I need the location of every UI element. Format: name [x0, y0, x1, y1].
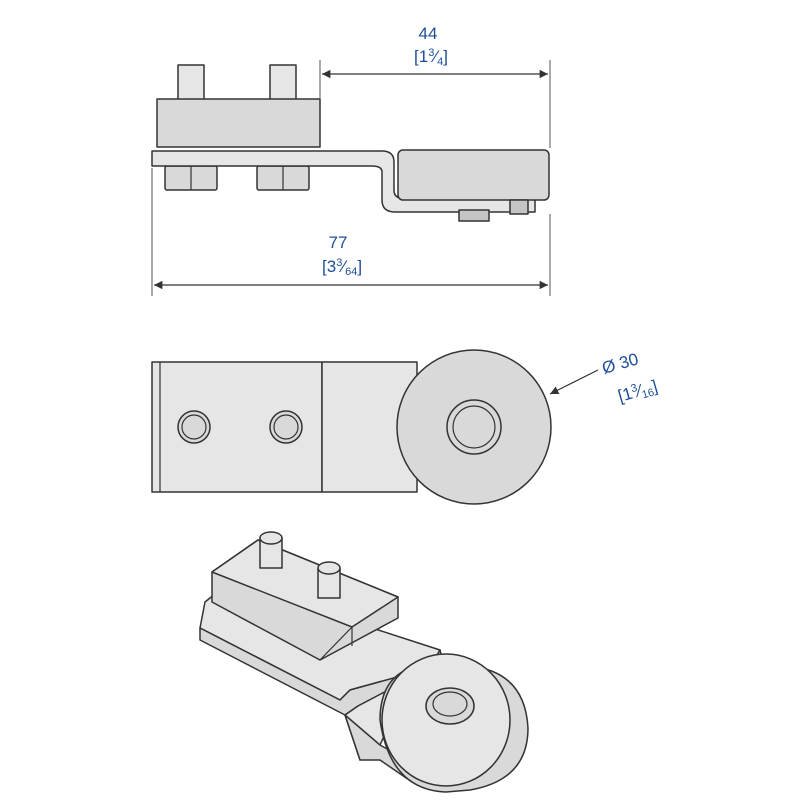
top-view: Ø 30 [13⁄16]: [151, 349, 660, 505]
isometric-view: [199, 531, 529, 793]
roller-body: [397, 149, 550, 201]
dim-44-mm: 44: [419, 24, 438, 43]
bolt-hole-left: [177, 410, 211, 444]
dim-30-mm: Ø 30: [600, 349, 641, 377]
iso-clamp-top: [211, 539, 399, 628]
axle-foot: [458, 209, 490, 222]
bolt-hole-right: [269, 410, 303, 444]
dim-44-inch: [13⁄4]: [414, 47, 448, 68]
bracket-plate: [151, 150, 536, 213]
dim-leader-30: [549, 369, 599, 395]
roller-hub: [446, 399, 502, 455]
iso-roller-hub: [425, 687, 475, 725]
axle-nut: [509, 199, 529, 215]
stud-right: [269, 64, 297, 102]
stud-left: [177, 64, 205, 102]
clamp-block: [156, 98, 321, 148]
dim-77-inch: [33⁄64]: [322, 257, 362, 278]
dim-30-inch: [13⁄16]: [616, 377, 660, 408]
side-view: 44 [13⁄4] 77 [33⁄64]: [151, 24, 551, 296]
dim-77-mm: 77: [329, 233, 348, 252]
